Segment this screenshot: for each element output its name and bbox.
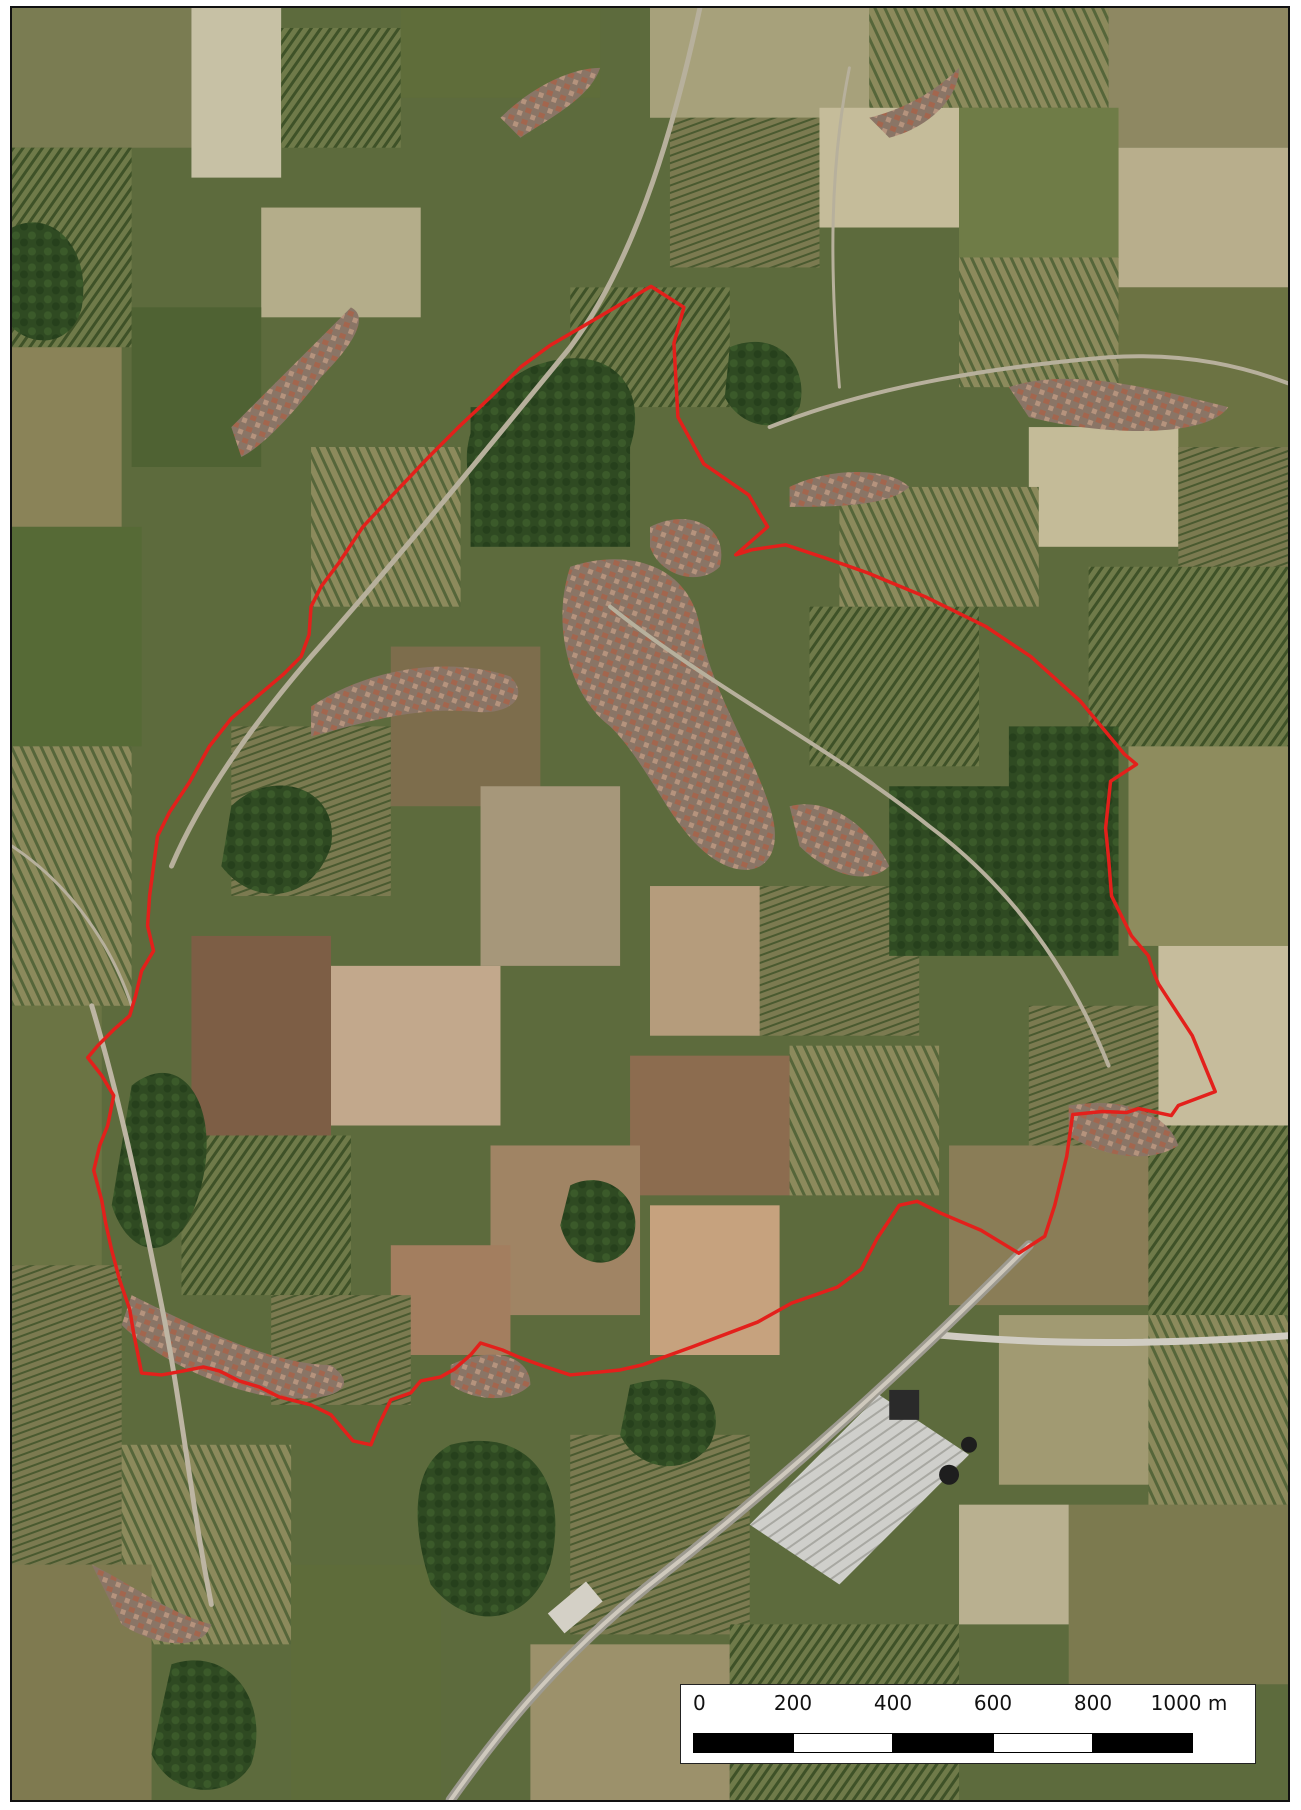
scale-tick-label: 1000 m [1150, 1691, 1228, 1715]
forest-patches [12, 222, 802, 1790]
settlements [91, 67, 1229, 1644]
scale-tick-label: 400 [873, 1691, 913, 1715]
scale-tick-label: 200 [773, 1691, 813, 1715]
scale-tick-label: 800 [1073, 1691, 1113, 1715]
field-patchwork [12, 8, 1288, 1800]
scale-tick-label: 0 [693, 1691, 706, 1715]
aerial-map: 0 200 400 600 800 1000 m [10, 6, 1290, 1802]
scale-tick-label: 600 [973, 1691, 1013, 1715]
scale-segment [1093, 1733, 1193, 1753]
study-area-boundary [86, 284, 1217, 1447]
scale-segment [793, 1733, 893, 1753]
factory-complex [547, 1389, 977, 1634]
scale-segment [893, 1733, 993, 1753]
scale-segment [993, 1733, 1093, 1753]
scale-bar: 0 200 400 600 800 1000 m [680, 1684, 1256, 1764]
scale-segment [693, 1733, 793, 1753]
map-canvas [12, 8, 1288, 1800]
roads [12, 8, 1288, 1800]
